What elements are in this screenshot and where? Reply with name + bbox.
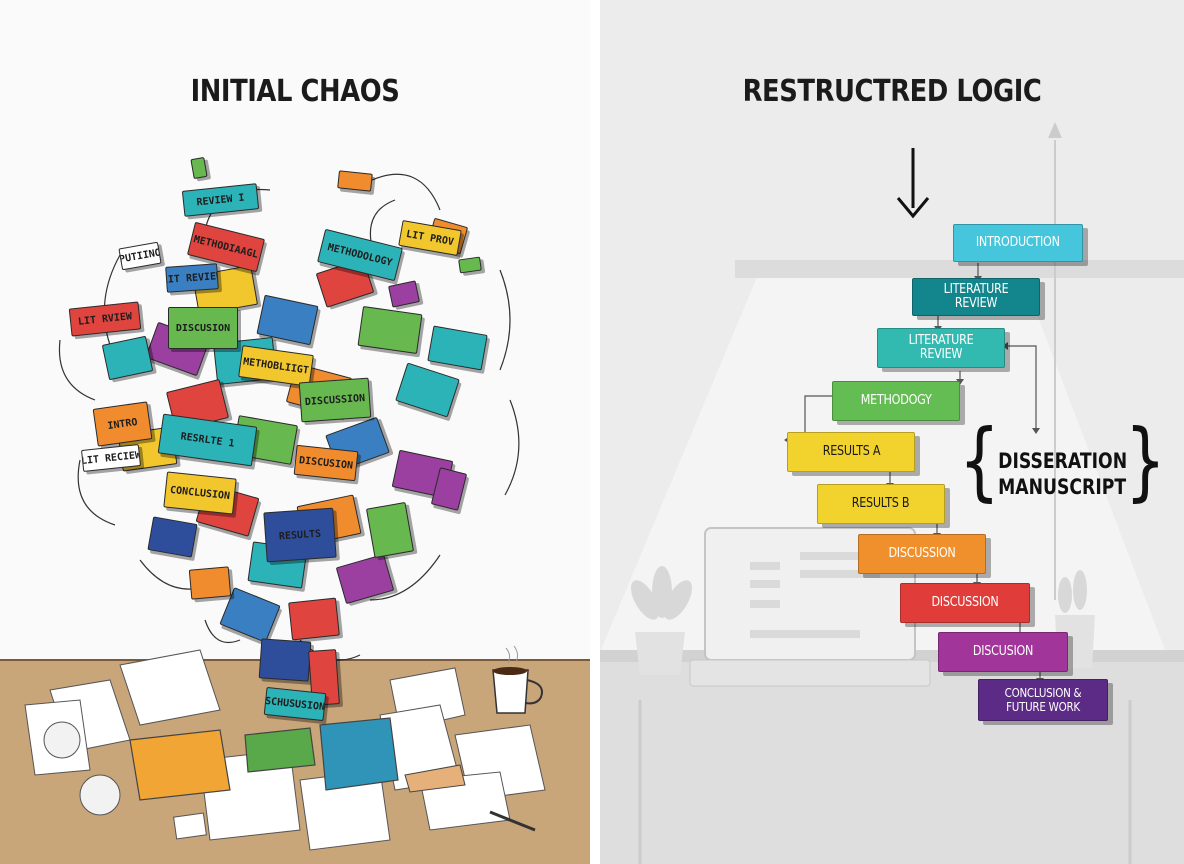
sticky-note (173, 812, 207, 840)
chaos-block-label: RESULTS (263, 507, 337, 563)
pile-block (365, 501, 415, 559)
flow-step-conclusion: CONCLUSION & FUTURE WORK (978, 679, 1108, 721)
flow-step-label: RESULTS A (822, 444, 880, 459)
chaos-block-label: DISCUSION (293, 444, 359, 482)
blue-book (319, 717, 399, 791)
flow-step-results-a: RESULTS A (787, 432, 915, 472)
office-background (600, 122, 1184, 864)
flow-step-label: LITERATURE REVIEW (908, 333, 974, 362)
chaos-block-label: LIT REVIEW (165, 263, 219, 293)
green-book (244, 727, 316, 773)
left-panel-title: INITIAL CHAOS (190, 74, 400, 109)
flow-step-results-b: RESULTS B (817, 484, 945, 524)
flow-step-label: LITERATURE REVIEW (943, 282, 1009, 311)
crumpled-paper-2 (79, 774, 121, 816)
chaos-block-label: CONCLUSION (163, 471, 237, 515)
flow-step-label: DISCUSION (972, 644, 1034, 659)
pile-block (188, 566, 232, 600)
flow-step-discussion-1: DISCUSSION (858, 534, 986, 574)
swirl-arrows (58, 173, 520, 661)
plant-pot-left (635, 632, 685, 675)
laptop-ui-lines (750, 552, 880, 638)
flow-step-label: CONCLUSION & FUTURE WORK (1004, 686, 1082, 714)
faint-up-arrow-icon (1048, 122, 1062, 138)
restructured-logic-panel: RESTRUCTRED LOGIC (600, 0, 1184, 864)
laptop-base (689, 659, 931, 687)
chaos-block-label: DISCUSSION (298, 377, 372, 423)
flow-step-introduction: INTRODUCTION (953, 224, 1083, 262)
orange-folder (129, 729, 231, 801)
plant-leaves-left (631, 566, 692, 620)
crumpled-paper-1 (43, 721, 81, 759)
left-brace-icon: { (958, 411, 1000, 511)
flow-step-literature-review-2: LITERATURE REVIEW (877, 328, 1005, 368)
brown-notebook (404, 764, 466, 793)
flow-step-label: DISCUSSION (888, 546, 956, 561)
pile-block (258, 638, 312, 682)
flow-step-literature-review-1: LITERATURE REVIEW (912, 278, 1040, 316)
panel-divider (590, 0, 600, 864)
pile-block (357, 306, 423, 354)
flow-step-label: DISCUSSION (931, 595, 999, 610)
initial-chaos-panel: INITIAL CHAOS REVIEW I LIT RVIEW INTRO R… (0, 0, 590, 864)
shelf (735, 260, 1184, 278)
flow-step-discussion-2: DISCUSSION (900, 583, 1030, 623)
dissertation-manuscript-label: DISSERATION MANUSCRIPT (998, 449, 1128, 499)
flow-step-label: RESULTS B (852, 496, 910, 511)
flow-step-methodology: METHODOGY (832, 381, 960, 421)
pencil (489, 810, 536, 832)
flow-step-label: METHODOGY (860, 393, 932, 408)
flow-step-discussion-3: DISCUSION (938, 632, 1068, 672)
pile-block (337, 170, 373, 192)
pile-block (288, 597, 340, 641)
chaos-block-label: DISCUSION (168, 307, 238, 349)
flow-step-label: INTRODUCTION (976, 235, 1060, 250)
right-panel-title: RESTRUCTRED LOGIC (742, 74, 1042, 109)
plant-leaves-right (1058, 570, 1087, 613)
coffee-mug-icon (492, 645, 543, 714)
right-brace-icon: } (1124, 411, 1166, 511)
chaos-block-label: INTRO (92, 401, 153, 447)
